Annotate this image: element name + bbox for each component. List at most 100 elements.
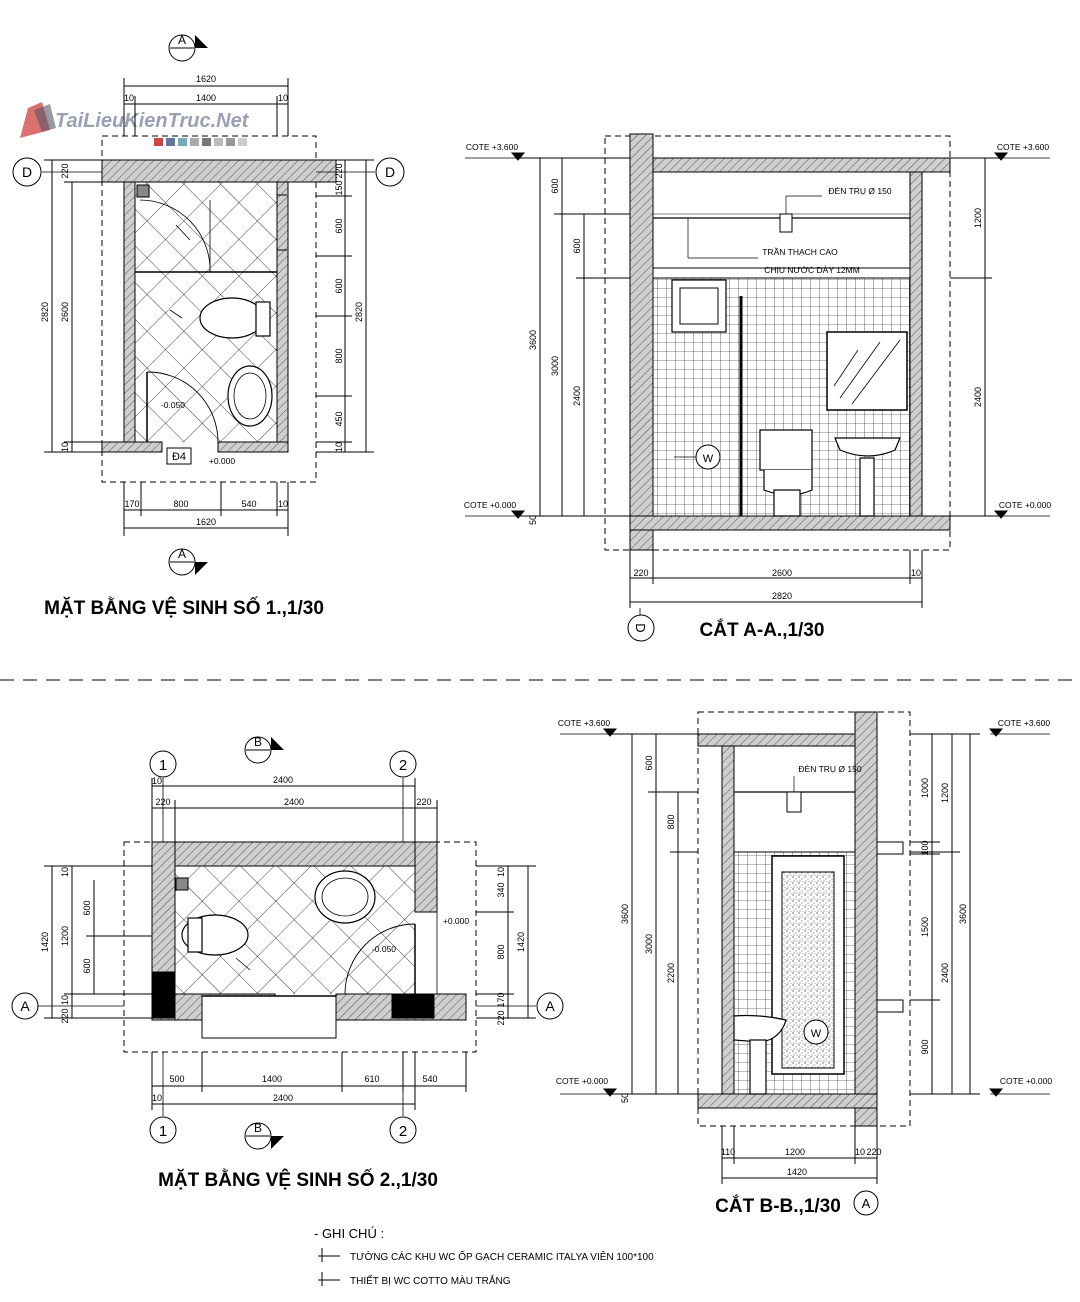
svg-text:220: 220 [633,568,648,578]
svg-text:COTE +0.000: COTE +0.000 [556,1076,608,1086]
svg-text:2: 2 [399,1123,407,1140]
svg-text:10: 10 [911,568,921,578]
svg-text:2400: 2400 [973,387,983,407]
section-b-title: CẮT B-B.,1/30 [715,1195,841,1217]
svg-text:TRẦN THẠCH CAO: TRẦN THẠCH CAO [762,247,838,257]
section-mark-label: A [178,547,186,561]
svg-text:600: 600 [82,958,92,973]
section-b-grid: A [862,1196,871,1211]
svg-text:10: 10 [334,442,344,452]
svg-text:170: 170 [124,499,139,509]
plan-1-section-marker-bottom: A [168,547,208,576]
svg-text:1: 1 [159,1123,167,1140]
svg-text:500: 500 [169,1074,184,1084]
svg-text:610: 610 [364,1074,379,1084]
svg-text:A: A [20,998,30,1014]
svg-text:D: D [385,164,395,180]
svg-text:1420: 1420 [787,1167,807,1177]
svg-text:2600: 2600 [772,568,792,578]
plan-1-door-tag: Đ4 [166,447,192,465]
svg-text:1420: 1420 [516,932,526,952]
svg-text:2400: 2400 [273,775,293,785]
svg-text:800: 800 [496,944,506,959]
watermark-text: TaiLieuKienTruc.Net [55,110,250,132]
svg-text:2400: 2400 [273,1093,293,1103]
section-a [465,133,1050,622]
svg-text:10: 10 [278,93,288,103]
plan-1-dimensions: 1620 1400 10 10 170 800 540 10 1620 220 … [40,74,364,527]
svg-text:B: B [254,1121,262,1135]
svg-text:540: 540 [241,499,256,509]
plan-1-grid-right: D [375,157,405,187]
svg-text:2820: 2820 [354,302,364,322]
svg-text:1200: 1200 [785,1147,805,1157]
svg-text:600: 600 [334,218,344,233]
svg-text:600: 600 [550,178,560,193]
svg-text:170: 170 [496,992,506,1007]
section-b [560,711,1050,1184]
svg-text:220: 220 [866,1147,881,1157]
section-b-labels: COTE +3.600 COTE +0.000 COTE +3.600 COTE… [556,718,1052,1216]
svg-text:220: 220 [60,163,70,178]
svg-text:COTE +3.600: COTE +3.600 [998,718,1050,728]
svg-text:2600: 2600 [60,302,70,322]
svg-text:220: 220 [496,1010,506,1025]
svg-text:1500: 1500 [920,917,930,937]
svg-text:-0.050: -0.050 [372,944,396,954]
note-item: TƯỜNG CÁC KHU WC ỐP GẠCH CERAMIC ITALYA … [350,1249,654,1263]
svg-text:600: 600 [82,900,92,915]
svg-text:1620: 1620 [196,74,216,84]
svg-text:COTE +0.000: COTE +0.000 [464,500,516,510]
svg-text:1000: 1000 [920,778,930,798]
notes: - GHI CHÚ : TƯỜNG CÁC KHU WC ỐP GẠCH CER… [314,1226,654,1287]
plan-1-section-marker-top: A [168,33,208,62]
svg-text:220: 220 [334,163,344,178]
svg-text:+0.000: +0.000 [209,456,236,466]
notes-heading: - GHI CHÚ : [314,1226,384,1241]
svg-text:800: 800 [173,499,188,509]
section-a-grid: D [633,623,648,632]
svg-text:1200: 1200 [973,208,983,228]
svg-text:B: B [254,735,262,749]
svg-text:2200: 2200 [666,963,676,983]
svg-text:3000: 3000 [550,356,560,376]
svg-text:COTE +0.000: COTE +0.000 [999,500,1051,510]
svg-text:1400: 1400 [196,93,216,103]
svg-text:340: 340 [496,882,506,897]
wall-tile-tag: W [811,1028,822,1040]
svg-text:220: 220 [155,797,170,807]
svg-text:10: 10 [152,776,162,786]
svg-text:450: 450 [334,411,344,426]
note-item: THIẾT BỊ WC COTTO MÀU TRẮNG [350,1274,511,1287]
svg-text:540: 540 [422,1074,437,1084]
svg-text:220: 220 [60,1008,70,1023]
svg-text:3000: 3000 [644,934,654,954]
section-a-title: CẮT A-A.,1/30 [700,619,825,641]
svg-text:10: 10 [496,867,506,877]
svg-text:2: 2 [399,757,407,774]
svg-text:+0.000: +0.000 [443,916,470,926]
svg-text:3600: 3600 [528,330,538,350]
svg-text:2400: 2400 [940,963,950,983]
svg-text:10: 10 [60,867,70,877]
wall-tile-tag: W [703,453,714,465]
svg-text:1420: 1420 [40,932,50,952]
svg-text:COTE +0.000: COTE +0.000 [1000,1076,1052,1086]
svg-text:600: 600 [334,278,344,293]
svg-text:50: 50 [620,1093,630,1103]
svg-text:220: 220 [416,797,431,807]
svg-text:110: 110 [721,1147,735,1157]
svg-text:2400: 2400 [572,386,582,406]
svg-text:10: 10 [60,442,70,452]
svg-text:2820: 2820 [772,591,792,601]
plan-1-grid-left: D [12,157,42,187]
svg-text:1620: 1620 [196,517,216,527]
svg-text:COTE +3.600: COTE +3.600 [997,142,1049,152]
section-mark-label: A [178,33,186,47]
watermark: TaiLieuKienTruc.Net [20,102,250,146]
svg-text:2820: 2820 [40,302,50,322]
svg-text:3600: 3600 [620,904,630,924]
plan-2-title: MẶT BẰNG VỆ SINH SỐ 2.,1/30 [158,1169,438,1191]
svg-text:A: A [545,998,555,1014]
